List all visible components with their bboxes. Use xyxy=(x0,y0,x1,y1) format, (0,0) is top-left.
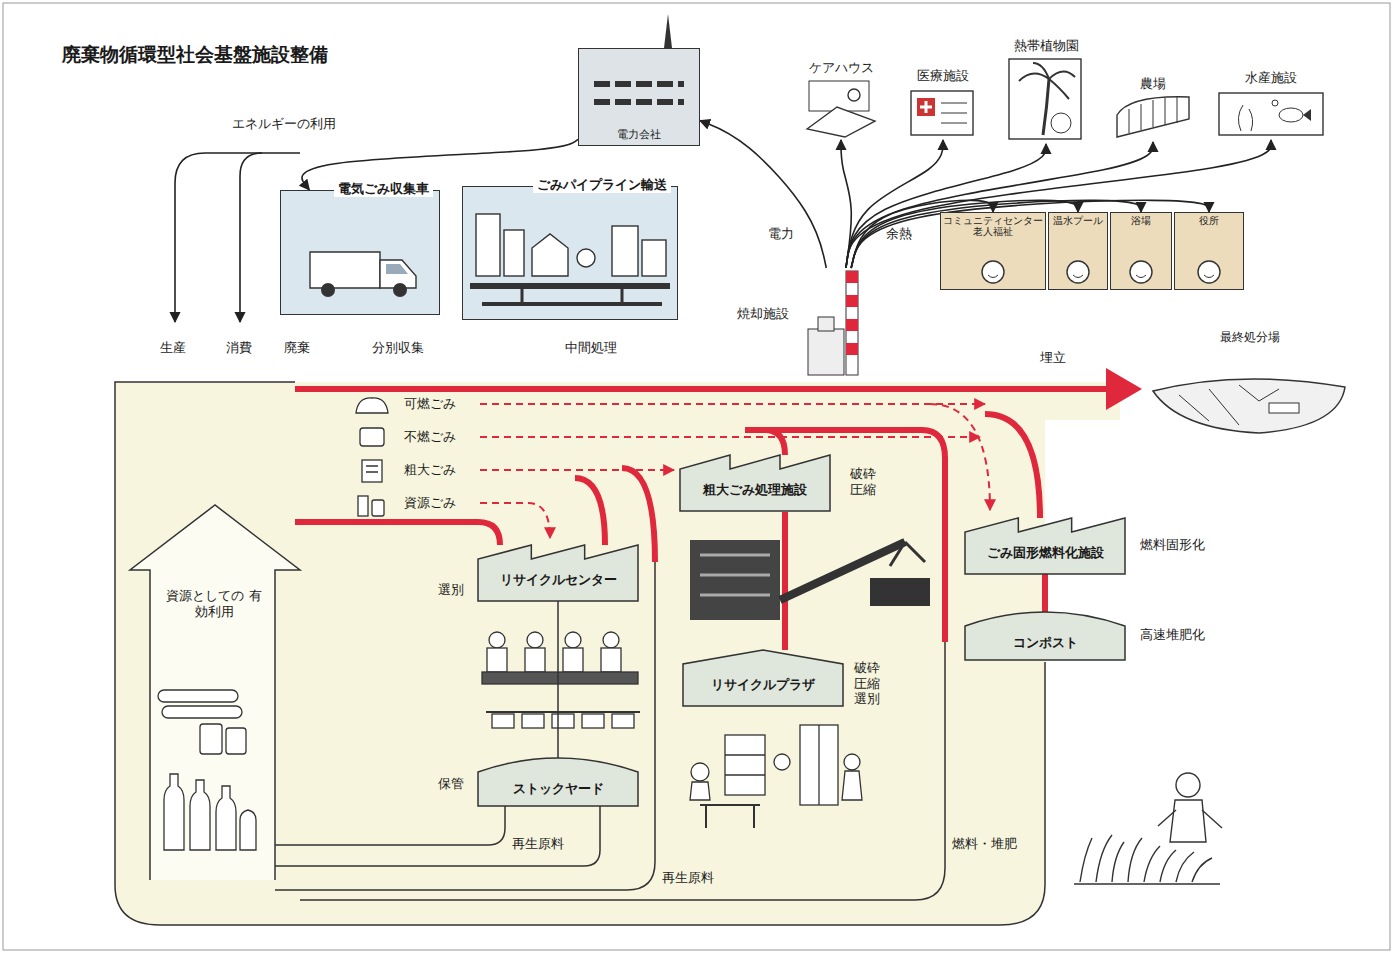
flow-connector xyxy=(700,121,826,268)
recycle-plaza: リサイクルプラザ xyxy=(683,650,843,706)
node-illustration xyxy=(462,186,678,320)
flow-label: 粗大ごみ xyxy=(404,462,456,478)
recycle-center: リサイクルセンター xyxy=(478,545,638,601)
bathhouse-box: 浴場 xyxy=(1110,212,1172,290)
flow-label: 資源ごみ xyxy=(404,495,456,511)
flow-connector xyxy=(1042,574,1048,612)
flow-label: 保管 xyxy=(438,776,464,792)
flow-label: 燃料・堆肥 xyxy=(952,836,1017,852)
flow-label: 資源としての 有効利用 xyxy=(166,588,262,619)
flow-label: 消費 xyxy=(226,340,252,356)
node-text: コンポスト xyxy=(1013,635,1078,651)
node-text: 農場 xyxy=(1140,76,1166,92)
flow-label: 破砕 圧縮 選別 xyxy=(852,660,882,707)
flow-label: 破砕 圧縮 xyxy=(848,466,878,497)
node-text: ごみ固形燃料化施設 xyxy=(987,545,1104,561)
node-illustration xyxy=(804,267,870,377)
node-illustration xyxy=(280,190,440,315)
compost-plant: コンポスト xyxy=(965,612,1125,660)
landfill: 最終処分場 xyxy=(1150,330,1350,442)
node-text: 電力会社 xyxy=(617,128,661,141)
node-text: 最終処分場 xyxy=(1220,330,1280,344)
node-text: ストックヤード xyxy=(513,781,604,797)
flow-label: 余熱 xyxy=(886,226,912,242)
node-text: 浴場 xyxy=(1131,216,1151,227)
city-office-box: 役所 xyxy=(1174,212,1244,290)
flow-label: 燃料固形化 xyxy=(1140,537,1205,553)
flow-label: 分別収集 xyxy=(372,340,424,356)
flow-label: 生産 xyxy=(160,340,186,356)
node-text: 医療施設 xyxy=(917,68,969,84)
aquaculture-icon: 水産施設 xyxy=(1212,70,1330,140)
node-text: リサイクルセンター xyxy=(500,572,617,588)
power-company: 電力会社 xyxy=(578,48,700,146)
flow-label: 高速堆肥化 xyxy=(1140,627,1205,643)
node-text: ごみパイプライン輸送 xyxy=(533,177,671,193)
flow-label: 再生原料 xyxy=(512,836,564,852)
flow-label: 選別 xyxy=(438,582,464,598)
node-text: 焼却施設 xyxy=(737,306,789,322)
flow-connector xyxy=(557,601,559,758)
pipeline-box: ごみパイプライン輸送 xyxy=(462,186,678,320)
collection-truck-box: 電気ごみ収集車 xyxy=(280,190,440,315)
diagram-title: 廃棄物循環型社会基盤施設整備 xyxy=(62,42,328,68)
care-house-icon: ケアハウス xyxy=(800,60,882,140)
node-text: 水産施設 xyxy=(1245,70,1297,86)
heated-pool-box: 温水プール xyxy=(1048,212,1108,290)
flow-label: 電力 xyxy=(768,226,794,242)
flow-label: エネルギーの利用 xyxy=(232,116,336,132)
node-text: 粗大ごみ処理施設 xyxy=(703,482,807,498)
incinerator: 焼却施設 xyxy=(805,268,871,378)
node-text: 電気ごみ収集車 xyxy=(334,181,433,197)
flow-label: 不燃ごみ xyxy=(404,429,456,445)
hospital-icon: 医療施設 xyxy=(904,68,982,140)
bulky-waste-plant: 粗大ごみ処理施設 xyxy=(680,455,830,511)
flow-label: 埋立 xyxy=(1040,350,1066,366)
node-text: ケアハウス xyxy=(809,60,874,76)
stockyard: ストックヤード xyxy=(478,758,638,806)
node-text: 熱帯植物園 xyxy=(1014,38,1079,54)
farm-icon: 農場 xyxy=(1110,76,1196,142)
flow-label: 可燃ごみ xyxy=(404,396,456,412)
flow-label: 再生原料 xyxy=(662,870,714,886)
node-text: コミュニティセンター 老人福祉 xyxy=(943,216,1043,238)
rdf-plant: ごみ固形燃料化施設 xyxy=(965,518,1125,574)
botanical-garden-icon: 熱帯植物園 xyxy=(1004,38,1088,144)
flow-label: 中間処理 xyxy=(565,340,617,356)
node-text: 温水プール xyxy=(1053,216,1103,227)
flow-label: 廃棄 xyxy=(284,340,310,356)
node-illustration xyxy=(1149,329,1349,441)
node-text: リサイクルプラザ xyxy=(711,677,815,693)
community-center-box: コミュニティセンター 老人福祉 xyxy=(940,212,1046,290)
node-text: 役所 xyxy=(1199,216,1219,227)
